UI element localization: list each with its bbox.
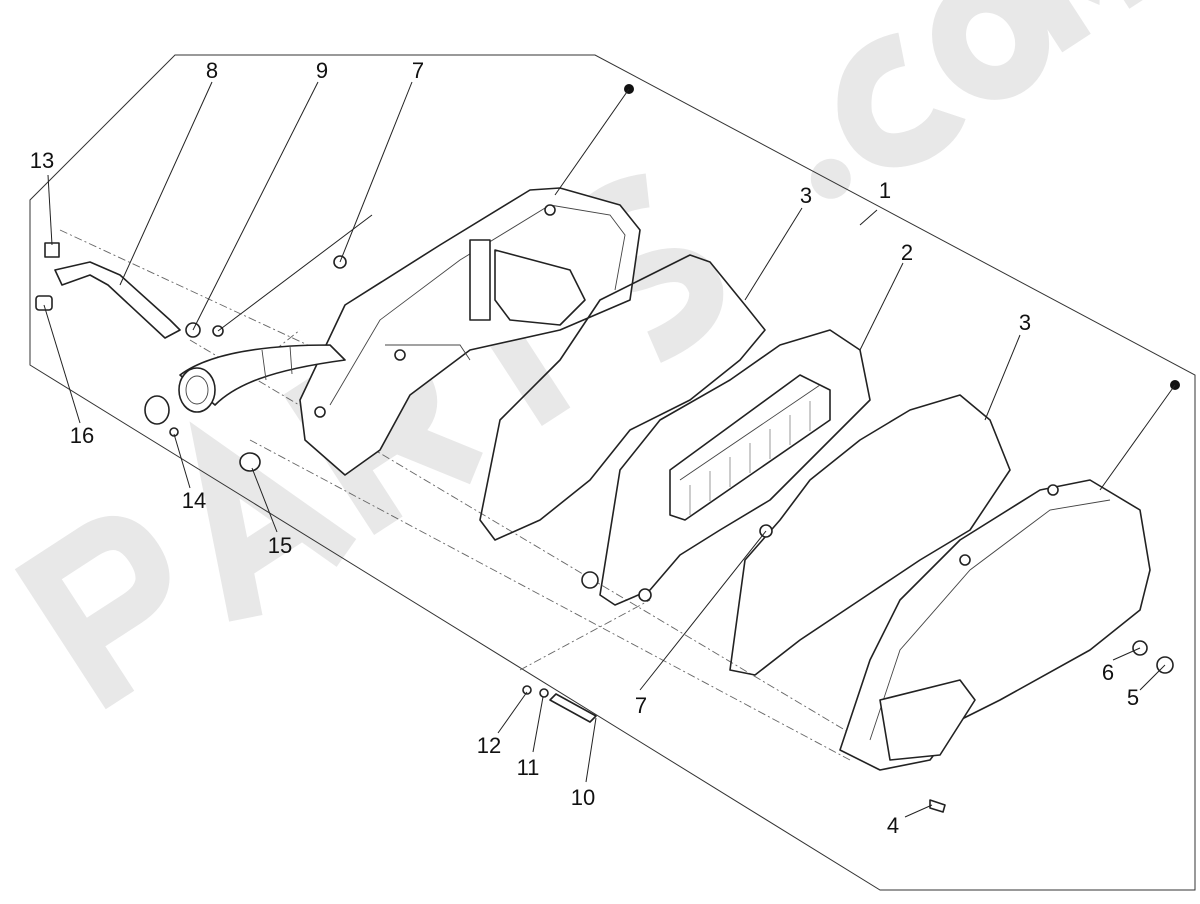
air-filter-housing [299,187,641,476]
callout-1: 1 [879,178,891,203]
leader-lines [43,81,1176,818]
assembly-frame [29,54,1196,891]
callout-3: 3 [800,183,812,208]
callout-12: 12 [477,733,501,758]
callouts: 8 9 7 13 16 14 15 3 1 2 3 7 12 11 10 6 5… [30,58,1139,838]
callout-16: 16 [70,423,94,448]
callout-4: 4 [887,813,899,838]
callout-14: 14 [182,488,206,513]
filter-element [581,329,871,606]
air-filter-cover [839,479,1151,771]
callout-7: 7 [635,693,647,718]
intake-duct [178,344,346,413]
callout-5: 5 [1127,685,1139,710]
callout-3: 3 [1019,310,1031,335]
callout-6: 6 [1102,660,1114,685]
callout-7: 7 [412,58,424,83]
callout-15: 15 [268,533,292,558]
callout-9: 9 [316,58,328,83]
small-parts [35,84,1180,813]
callout-8: 8 [206,58,218,83]
gasket-right [729,394,1011,676]
callout-2: 2 [901,240,913,265]
callout-10: 10 [571,785,595,810]
callout-11: 11 [517,755,540,780]
gasket-left [479,254,766,541]
callout-13: 13 [30,148,54,173]
